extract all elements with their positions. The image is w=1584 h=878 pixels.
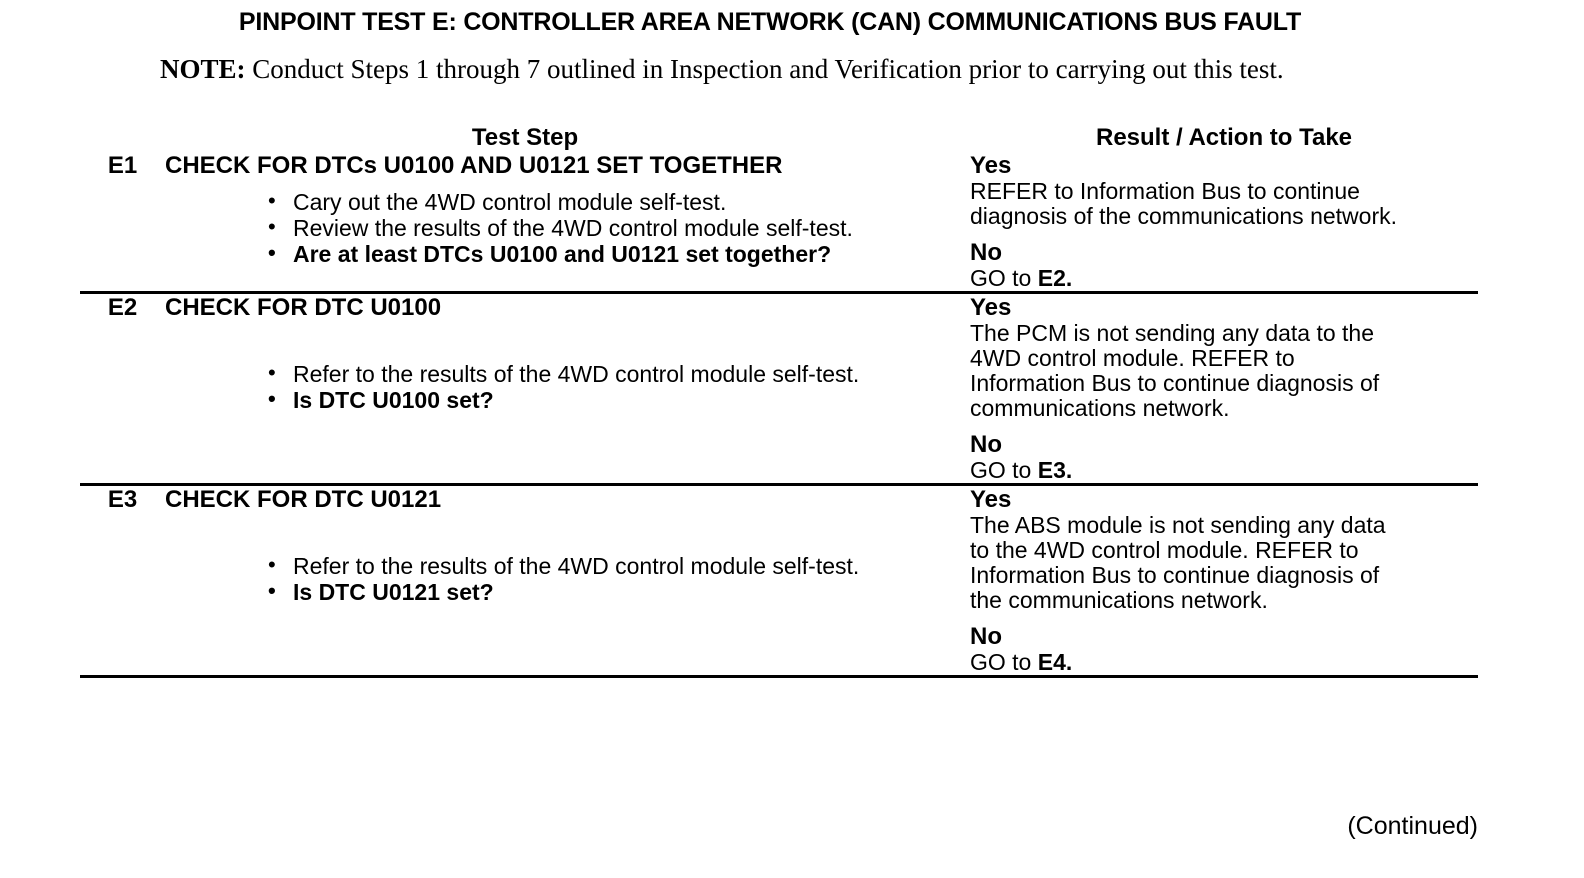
- result-text-line: diagnosis of the communications network.: [970, 203, 1397, 229]
- table-row: E1 CHECK FOR DTCs U0100 AND U0121 SET TOG…: [80, 152, 1478, 291]
- list-item: Review the results of the 4WD control mo…: [165, 214, 970, 241]
- list-item: Is DTC U0100 set?: [165, 386, 970, 413]
- row-separator-cell: [165, 674, 970, 678]
- table-row-bullets: Refer to the results of the 4WD control …: [80, 360, 1478, 483]
- list-item: Cary out the 4WD control module self-tes…: [165, 188, 970, 215]
- step-bullet-list: Refer to the results of the 4WD control …: [165, 552, 970, 605]
- row-separator: [80, 290, 1478, 294]
- result-text-line: Information Bus to continue diagnosis of: [970, 370, 1380, 396]
- result-no-label: No: [970, 239, 1002, 266]
- table-body: E1 CHECK FOR DTCs U0100 AND U0121 SET TOG…: [80, 152, 1478, 678]
- spacer: [970, 229, 1478, 239]
- row-separator: [80, 674, 1478, 678]
- list-item: Is DTC U0121 set?: [165, 578, 970, 605]
- result-text-line: to the 4WD control module. REFER to: [970, 537, 1359, 563]
- note-label: NOTE:: [160, 54, 246, 84]
- row-separator-cell: [165, 482, 970, 486]
- page-title: PINPOINT TEST E: CONTROLLER AREA NETWORK…: [238, 8, 1302, 36]
- step-body-cell: Refer to the results of the 4WD control …: [165, 360, 970, 483]
- result-text-line: REFER to Information Bus to continue: [970, 178, 1360, 204]
- step-id-spacer-cell: [80, 553, 165, 675]
- row-separator-cell: [80, 290, 165, 294]
- result-no-text: GO to E4.: [970, 649, 1073, 675]
- continued-footer: (Continued): [1347, 812, 1478, 840]
- result-no-text: GO to E3.: [970, 457, 1073, 483]
- result-no-label: No: [970, 431, 1002, 458]
- step-body-cell: Refer to the results of the 4WD control …: [165, 552, 970, 675]
- result-yes-label: Yes: [970, 152, 1012, 179]
- step-body-cell: Cary out the 4WD control module self-tes…: [165, 188, 970, 291]
- step-id-cell: E3: [107, 486, 138, 513]
- result-text-line: Information Bus to continue diagnosis of: [970, 562, 1380, 588]
- spacer: [970, 421, 1478, 431]
- row-separator: [80, 482, 1478, 486]
- result-goto-target: E2.: [1037, 265, 1073, 291]
- step-id-cell: E1: [107, 152, 138, 179]
- table-head: Test Step Result / Action to Take: [80, 124, 1478, 152]
- column-header-result-action: Result / Action to Take: [1095, 124, 1353, 151]
- step-bullet-list: Refer to the results of the 4WD control …: [165, 360, 970, 413]
- result-no-text: GO to E2.: [970, 265, 1073, 291]
- result-text-line: the communications network.: [970, 587, 1268, 613]
- step-id-spacer-cell: [80, 189, 165, 291]
- step-title-cell: CHECK FOR DTC U0121: [165, 486, 442, 513]
- table-row-bullets: Cary out the 4WD control module self-tes…: [80, 188, 1478, 291]
- row-separator-cell: [80, 674, 165, 678]
- row-separator-cell: [970, 674, 1478, 678]
- table-row-bullets: Refer to the results of the 4WD control …: [80, 552, 1478, 675]
- result-goto-target: E4.: [1037, 649, 1073, 675]
- result-text-line: The ABS module is not sending any data: [970, 512, 1386, 538]
- result-yes-label: Yes: [970, 486, 1012, 513]
- step-title-cell: CHECK FOR DTC U0100: [165, 294, 442, 321]
- result-text-line: communications network.: [970, 395, 1230, 421]
- column-header-test-step: Test Step: [471, 124, 579, 151]
- note-block: NOTE: Conduct Steps 1 through 7 outlined…: [160, 54, 1460, 85]
- step-title-cell: CHECK FOR DTCs U0100 AND U0121 SET TOGET…: [165, 152, 783, 179]
- list-item: Are at least DTCs U0100 and U0121 set to…: [165, 240, 970, 267]
- result-no-label: No: [970, 623, 1002, 650]
- result-yes-label: Yes: [970, 294, 1012, 321]
- row-separator-cell: [80, 482, 165, 486]
- list-item: Refer to the results of the 4WD control …: [165, 552, 970, 579]
- note-text: Conduct Steps 1 through 7 outlined in In…: [252, 54, 1284, 84]
- list-item: Refer to the results of the 4WD control …: [165, 360, 970, 387]
- step-id-spacer-cell: [80, 361, 165, 483]
- step-bullet-list: Cary out the 4WD control module self-tes…: [165, 188, 970, 267]
- table-header-row: Test Step Result / Action to Take: [80, 124, 1478, 152]
- result-text-line: The PCM is not sending any data to the: [970, 320, 1375, 346]
- row-separator-cell: [970, 290, 1478, 294]
- row-separator-cell: [970, 482, 1478, 486]
- row-separator-cell: [165, 290, 970, 294]
- result-goto-target: E3.: [1037, 457, 1073, 483]
- step-id-cell: E2: [107, 294, 138, 321]
- result-text-line: 4WD control module. REFER to: [970, 345, 1295, 371]
- spacer: [970, 613, 1478, 623]
